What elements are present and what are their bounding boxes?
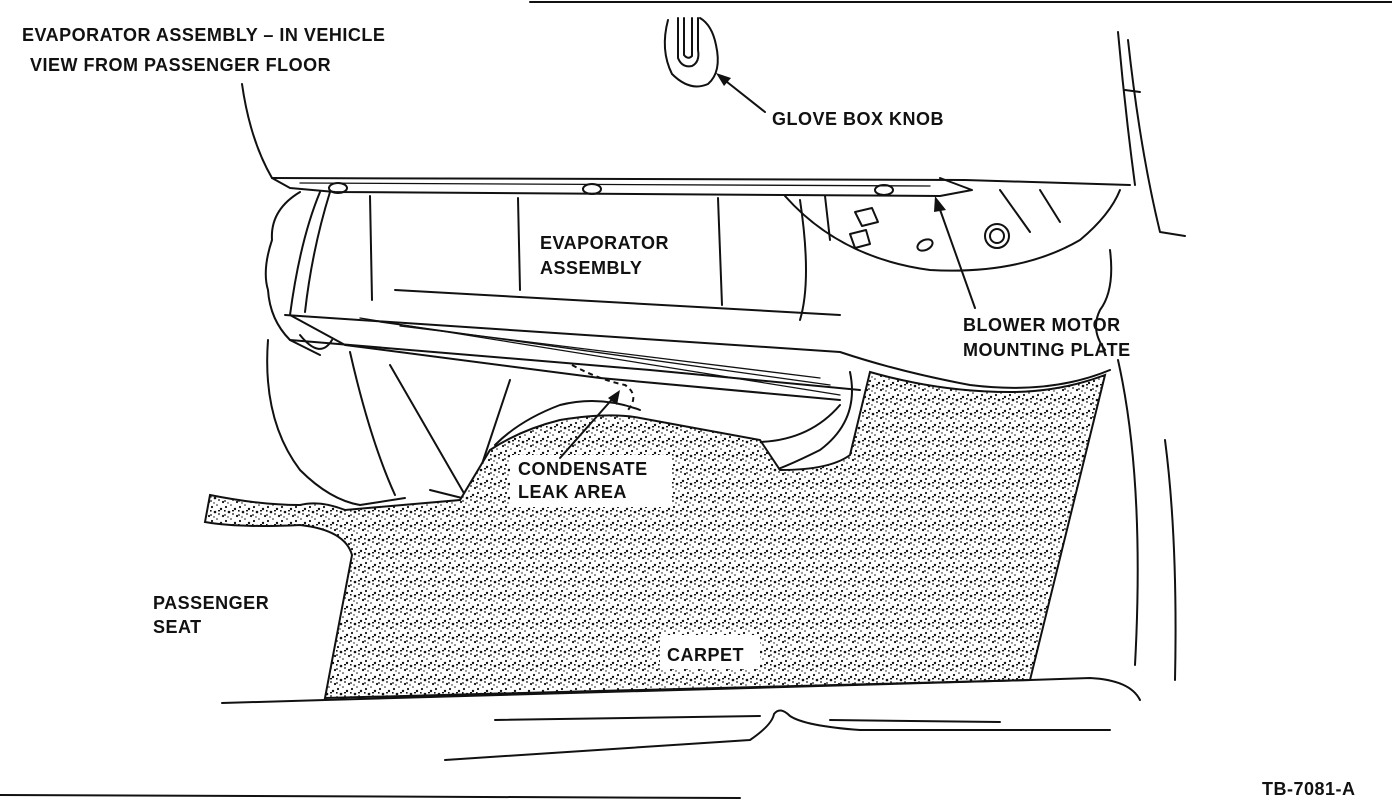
condensate-leak-outline [571,364,635,411]
condensate-label-line1: CONDENSATE [518,459,648,479]
mounting-flange [271,177,973,197]
blower-leader [937,203,976,309]
passenger-seat-label-line1: PASSENGER [153,593,269,613]
dashboard-panel [241,31,1186,237]
carpet-label-backdrop [660,635,760,669]
figure-id-label: TB-7081-A [1262,779,1356,799]
blower-label-line2: MOUNTING PLATE [963,340,1131,360]
flange-screw-3 [874,184,894,196]
blower-arrowhead [934,196,946,212]
bottom-border-line [0,794,741,799]
flange-screw-1 [328,182,348,194]
blower-plate-bolt [984,223,1010,249]
condensate-label-line2: LEAK AREA [518,482,627,502]
evaporator-label-line2: ASSEMBLY [540,258,642,278]
leader-arrows [559,73,976,459]
diagram-title-line1: EVAPORATOR ASSEMBLY – IN VEHICLE [22,25,385,45]
side-panel [1117,359,1177,681]
blower-mounting-plate [784,189,1121,351]
condensate-arrowhead [608,390,620,405]
carpet-label: CARPET [667,645,744,665]
diagram-title-line2: VIEW FROM PASSENGER FLOOR [30,55,331,75]
passenger-seat-label-line2: SEAT [153,617,202,637]
carpet-area [203,370,1107,700]
evaporator-label-line1: EVAPORATOR [540,233,669,253]
glove-knob-arrowhead [716,73,731,86]
condensate-leader [559,395,616,459]
floor-sill [221,677,1141,761]
glove-box-knob [663,17,719,88]
condensate-label-backdrop [510,455,672,507]
flange-screw-2 [582,183,602,195]
glove-knob-leader [721,77,766,113]
blower-label-line1: BLOWER MOTOR [963,315,1121,335]
glove-box-knob-label: GLOVE BOX KNOB [772,109,944,129]
